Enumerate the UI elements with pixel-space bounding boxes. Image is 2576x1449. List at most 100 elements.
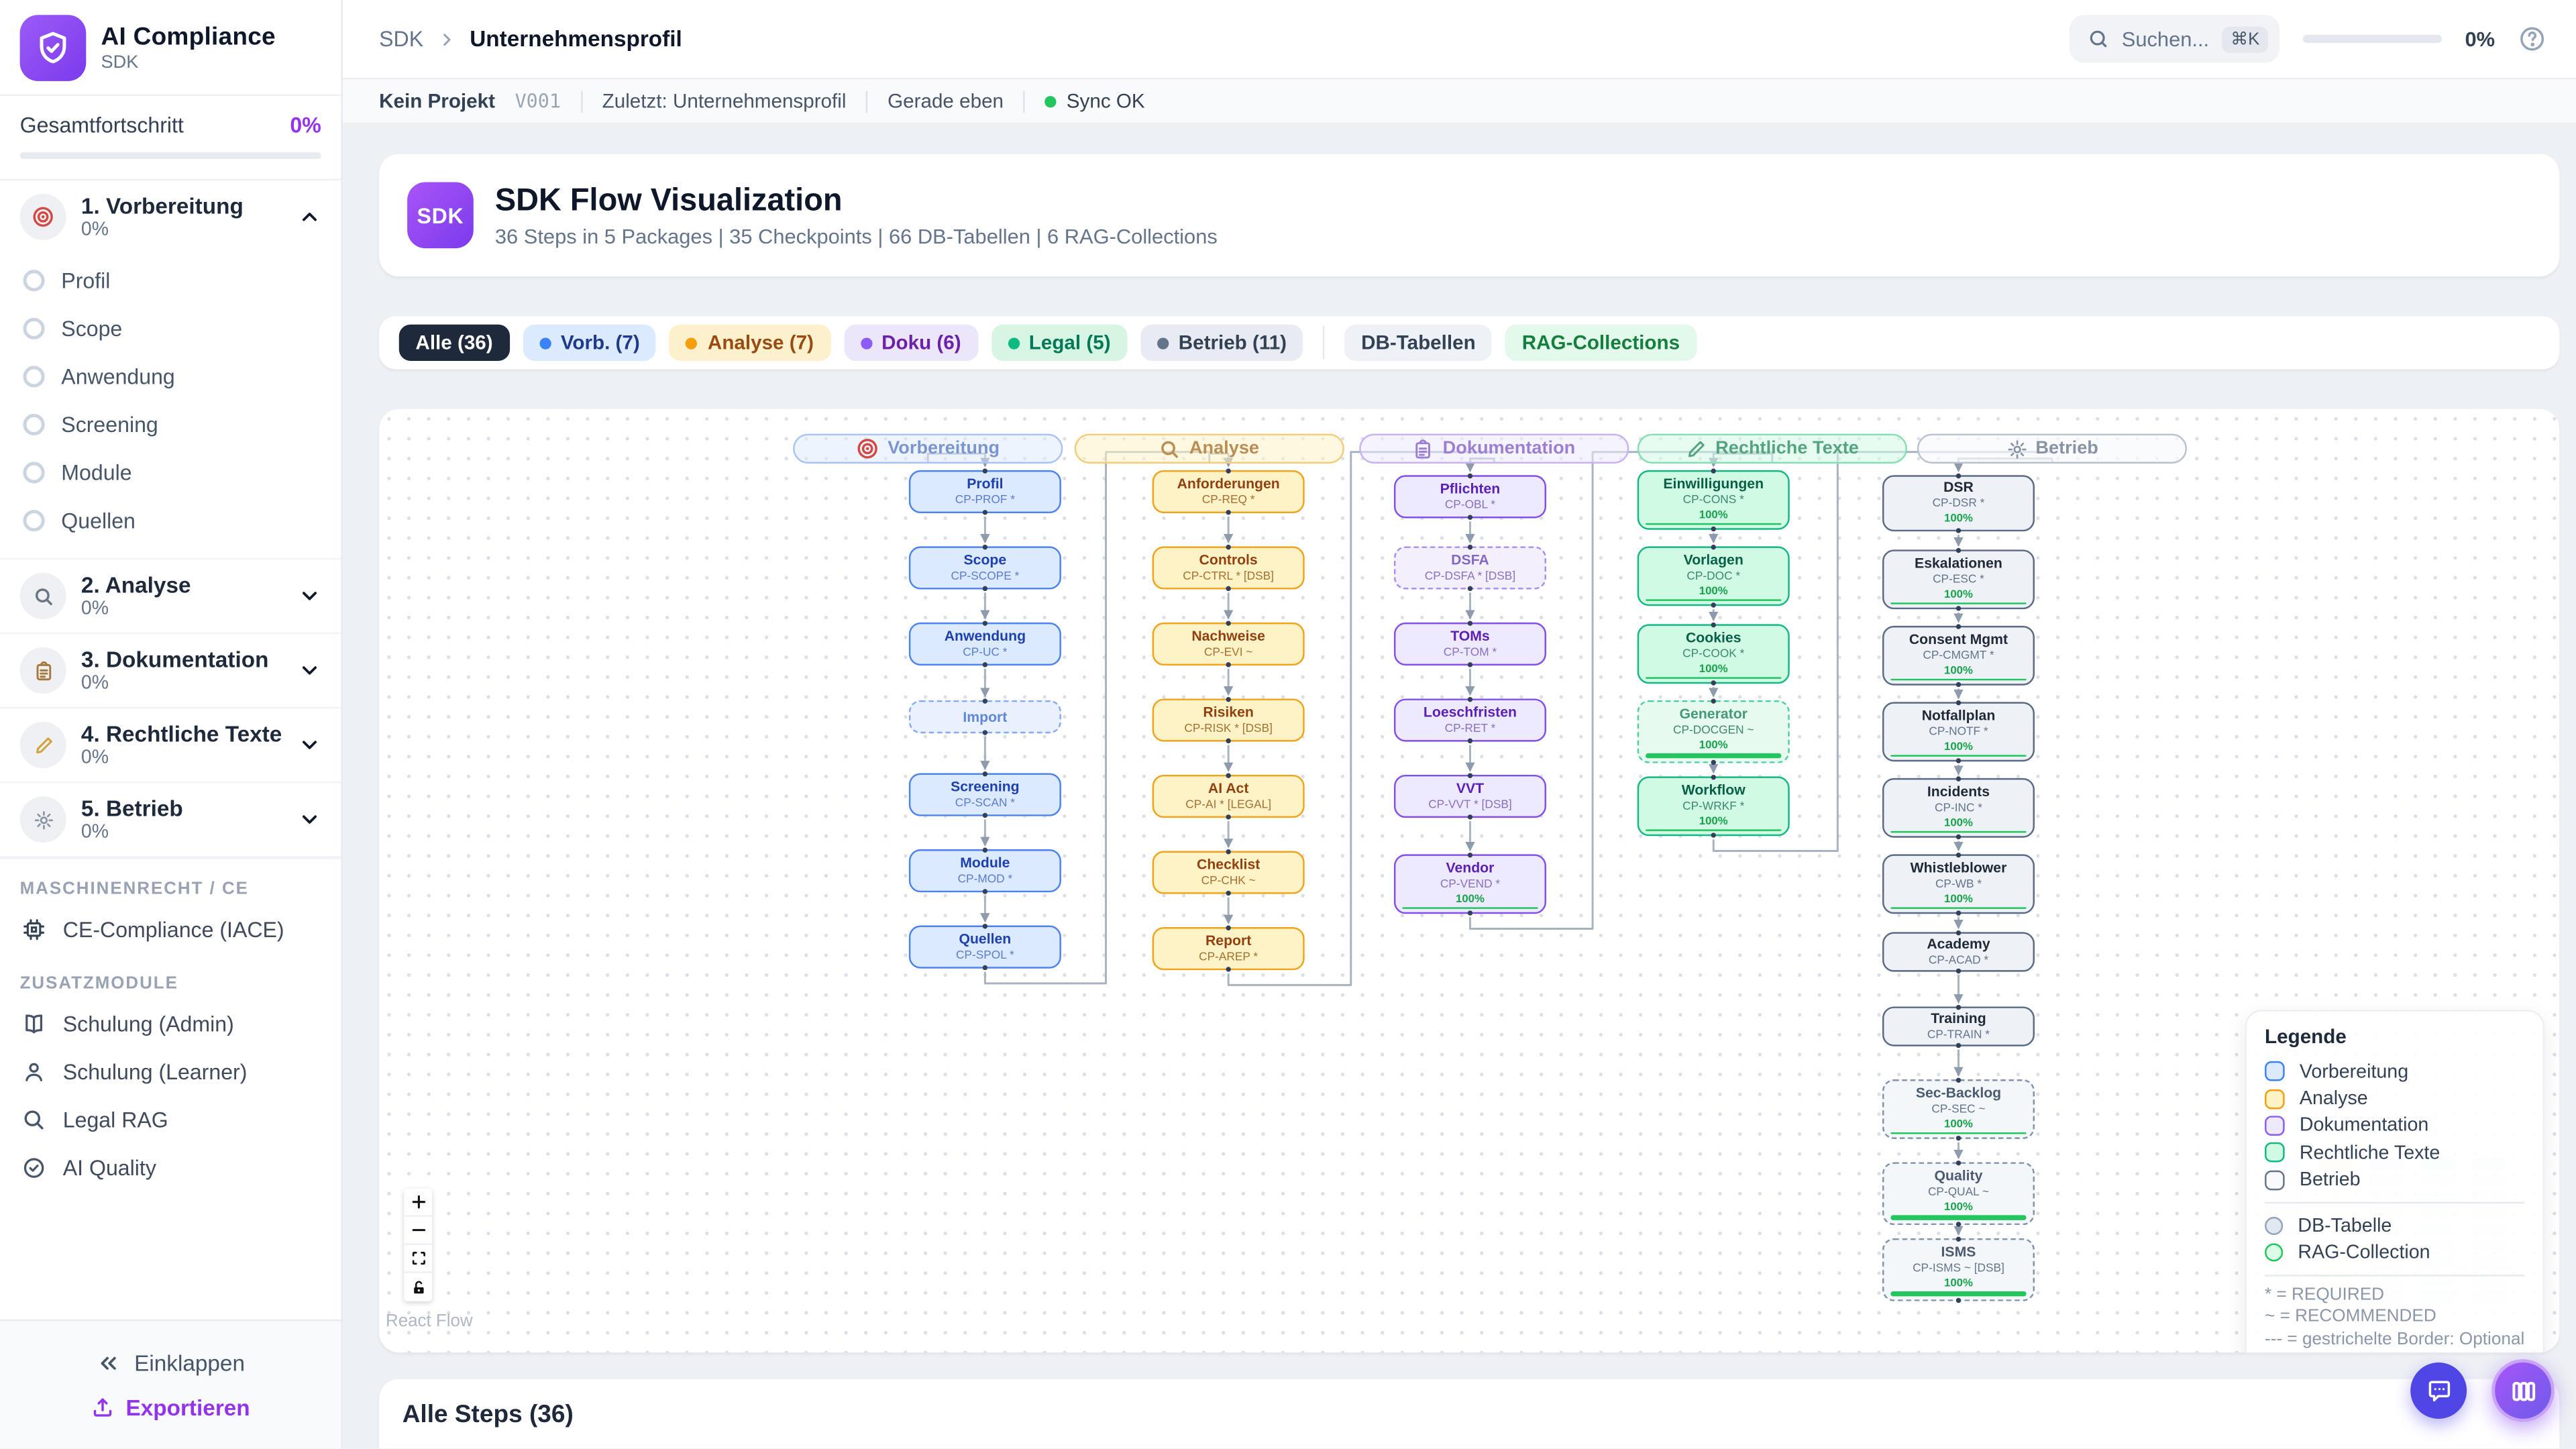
flow-group-header-green[interactable]: Rechtliche Texte	[1637, 433, 1907, 464]
flow-node-title: Nachweise	[1191, 627, 1265, 645]
columns-fab-button[interactable]	[2491, 1359, 2555, 1422]
flow-group-header-amber[interactable]: Analyse	[1074, 433, 1344, 464]
sidebar-item-ce-compliance-iace-[interactable]: CE-Compliance (IACE)	[0, 906, 341, 954]
sidebar-item-legal-rag[interactable]: Legal RAG	[0, 1096, 341, 1144]
flow-node-code: CP-ISMS ~ [DSB]	[1913, 1263, 2004, 1275]
flow-node-title: TOMs	[1450, 627, 1490, 645]
overall-progress: Gesamtfortschritt 0%	[0, 96, 341, 180]
collapse-sidebar-button[interactable]: Einklappen	[96, 1350, 245, 1375]
help-icon[interactable]	[2518, 25, 2546, 53]
filter-chip-analyse-7-[interactable]: Analyse (7)	[669, 324, 830, 361]
search-input[interactable]: Suchen... ⌘K	[2068, 15, 2280, 63]
flow-group-label: Betrieb	[2035, 438, 2098, 459]
sidebar-item-ai-quality[interactable]: AI Quality	[0, 1144, 341, 1192]
lock-toggle-button[interactable]	[404, 1273, 432, 1301]
page-title: SDK Flow Visualization	[494, 182, 843, 218]
flow-node[interactable]: Import	[908, 700, 1061, 734]
section-title: 3. Dokumentation	[80, 647, 269, 672]
flow-group-header-blue[interactable]: Vorbereitung	[793, 433, 1063, 464]
flow-node-title: Quellen	[959, 930, 1012, 947]
filter-chip-legal-5-[interactable]: Legal (5)	[991, 324, 1128, 361]
zoom-in-button[interactable]	[404, 1189, 433, 1217]
zoom-out-button[interactable]	[404, 1217, 433, 1245]
flow-group-header-gray[interactable]: Betrieb	[1917, 433, 2188, 464]
sidebar-item-screening[interactable]: Screening	[0, 400, 341, 449]
legend-swatch-icon	[2265, 1142, 2285, 1163]
filter-chip-rag-collections[interactable]: RAG-Collections	[1505, 324, 1697, 361]
sidebar-item-anwendung[interactable]: Anwendung	[0, 353, 341, 401]
flow-node-code: CP-SCOPE *	[951, 570, 1020, 583]
flow-node-code: CP-AI * [LEGAL]	[1185, 799, 1272, 811]
filter-chip-doku-6-[interactable]: Doku (6)	[843, 324, 978, 361]
flow-group-header-purple[interactable]: Dokumentation	[1359, 433, 1629, 464]
sidebar-item-label: Module	[61, 460, 132, 486]
flow-node-title: DSFA	[1451, 551, 1489, 568]
flow-node-code: CP-ACAD *	[1928, 955, 1989, 967]
flow-node-progress-label: 100%	[1944, 665, 1973, 677]
sidebar-item-profil[interactable]: Profil	[0, 257, 341, 305]
filter-chip-vorb-7-[interactable]: Vorb. (7)	[523, 324, 657, 361]
app-subtitle: SDK	[101, 52, 139, 73]
export-button[interactable]: Exportieren	[91, 1395, 250, 1420]
filter-chip-db-tabellen[interactable]: DB-Tabellen	[1344, 324, 1493, 361]
sidebar-item-schulung-learner-[interactable]: Schulung (Learner)	[0, 1048, 341, 1096]
sidebar-item-scope[interactable]: Scope	[0, 305, 341, 353]
breadcrumb-sdk[interactable]: SDK	[379, 26, 424, 52]
chip-dot-icon	[1007, 337, 1019, 349]
filter-chip-alle-36-[interactable]: Alle (36)	[398, 324, 510, 361]
legend-swatch-icon	[2265, 1061, 2285, 1081]
divider	[1023, 90, 1026, 112]
flow-node-progress-label: 100%	[1699, 586, 1728, 598]
sidebar-item-quellen[interactable]: Quellen	[0, 496, 341, 545]
flow-node-code: CP-CONS *	[1682, 494, 1744, 506]
filter-chip-betrieb-11-[interactable]: Betrieb (11)	[1140, 324, 1303, 361]
sidebar-item-module[interactable]: Module	[0, 449, 341, 497]
fit-view-button[interactable]	[404, 1245, 433, 1273]
chat-fab-button[interactable]	[2410, 1362, 2467, 1419]
flow-node-code: CP-NOTF *	[1929, 726, 1988, 739]
sidebar-item-schulung-admin-[interactable]: Schulung (Admin)	[0, 1000, 341, 1049]
